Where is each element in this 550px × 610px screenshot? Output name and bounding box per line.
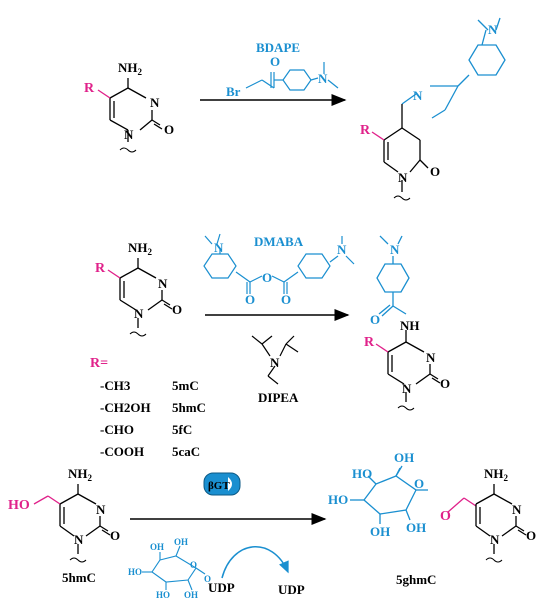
bdape-name: BDAPE <box>256 40 300 55</box>
r2-o-label: O <box>172 302 182 317</box>
udp-ho-3: HO <box>128 567 142 577</box>
reaction1-product: N N N O R <box>360 17 506 201</box>
r-group-2: -CHO <box>100 422 134 437</box>
p1-r-label: R <box>360 123 371 138</box>
dmaba-n-right: N <box>337 242 347 257</box>
udp-label-2: UDP <box>278 582 305 597</box>
p1-imidazole-n-label: N <box>413 88 423 103</box>
reaction2-product: N O NH N N O R <box>364 235 450 411</box>
r-name-2: 5fC <box>172 422 192 437</box>
carbonyl-o-label: O <box>270 54 280 69</box>
udp-glucose: OH OH HO HO OH O O UDP <box>128 537 235 600</box>
g-link-o: O <box>440 509 451 524</box>
dmaba-n-left: N <box>214 240 224 255</box>
dipea-name: DIPEA <box>258 390 299 405</box>
dmaba-o-bridge: O <box>262 270 272 285</box>
r-group-1: -CH2OH <box>100 400 151 415</box>
r3-o-label: O <box>110 528 120 543</box>
dmaba-o-left: O <box>245 292 255 307</box>
dmaba-o-right: O <box>281 292 291 307</box>
r3-name-label: 5hmC <box>62 570 96 585</box>
r2-n1-label: N <box>134 306 144 321</box>
r3-n3-label: N <box>96 502 106 517</box>
r-group-table: R= -CH3 5mC -CH2OH 5hmC -CHO 5fC -COOH 5… <box>90 356 206 459</box>
reaction2-reactant: NH2 N N O R <box>95 240 182 337</box>
r-group-0: -CH3 <box>100 378 131 393</box>
p2-o-label: O <box>440 376 450 391</box>
r-name-1: 5hmC <box>172 400 206 415</box>
n3-label: N <box>150 95 160 110</box>
o-label: O <box>164 122 174 137</box>
p2-r-label: R <box>364 335 375 350</box>
udp-oh-2: OH <box>174 537 188 547</box>
dmaba-name: DMABA <box>254 234 304 249</box>
bgt-label: βGT <box>208 480 230 492</box>
r-name-0: 5mC <box>172 378 199 393</box>
p1-o-label: O <box>430 164 440 179</box>
p2-n3-label: N <box>426 350 436 365</box>
dipea-reagent: N DIPEA <box>251 335 299 405</box>
reaction3-product: OH HO HO OH OH O O NH2 N N O 5ghmC <box>328 450 536 587</box>
p3-o-label: O <box>526 528 536 543</box>
p1-nme2-label: N <box>488 22 498 37</box>
udp-label-1: UDP <box>208 580 235 595</box>
p3-name-label: 5ghmC <box>396 572 436 587</box>
udp-ho-4: HO <box>156 590 170 600</box>
r2-r-label: R <box>95 261 106 276</box>
udp-ring-o: O <box>190 560 197 570</box>
br-label: Br <box>226 84 241 99</box>
g-ring-o: O <box>414 476 424 491</box>
p3-nh2-label: NH2 <box>484 466 509 483</box>
bgt-enzyme: βGT <box>203 472 241 496</box>
p2-amide-o-label: O <box>370 312 380 327</box>
n1-label: N <box>124 127 134 142</box>
reaction3-reactant: NH2 N N O HO 5hmC <box>8 466 120 585</box>
udp-oh-5: OH <box>184 590 198 600</box>
udp-link-o: O <box>204 574 211 584</box>
p2-nme2-label: N <box>390 242 400 257</box>
nh2-label: NH2 <box>118 60 143 77</box>
r-label: R <box>84 81 95 96</box>
udp-oh-1: OH <box>150 542 164 552</box>
p3-n1-label: N <box>490 532 500 547</box>
r-group-3: -COOH <box>100 444 144 459</box>
r-name-3: 5caC <box>172 444 200 459</box>
reaction1-reactant: NH2 N N O R <box>84 60 174 153</box>
dipea-n-label: N <box>270 355 280 370</box>
udp-release-arrow <box>221 545 289 579</box>
p2-n1-label: N <box>402 381 412 396</box>
p3-n3-label: N <box>512 502 522 517</box>
r3-ho-label: HO <box>8 498 30 513</box>
p2-nh-label: NH <box>400 318 420 333</box>
g-oh-top: OH <box>394 450 414 465</box>
nme2-n-label: N <box>318 71 328 86</box>
r3-nh2-label: NH2 <box>68 466 93 483</box>
r2-nh2-label: NH2 <box>128 240 153 257</box>
g-ho-upper: HO <box>352 466 372 481</box>
g-ho-left: HO <box>328 492 348 507</box>
r-table-heading: R= <box>90 356 108 371</box>
g-oh-bottom-left: OH <box>370 524 390 539</box>
r3-n1-label: N <box>74 532 84 547</box>
p1-n1-label: N <box>398 170 408 185</box>
g-oh-bottom-right: OH <box>406 520 426 535</box>
dmaba-reagent: DMABA N O O O N <box>203 233 355 307</box>
bdape-reagent: BDAPE Br O N <box>226 40 339 99</box>
r2-n3-label: N <box>158 276 168 291</box>
